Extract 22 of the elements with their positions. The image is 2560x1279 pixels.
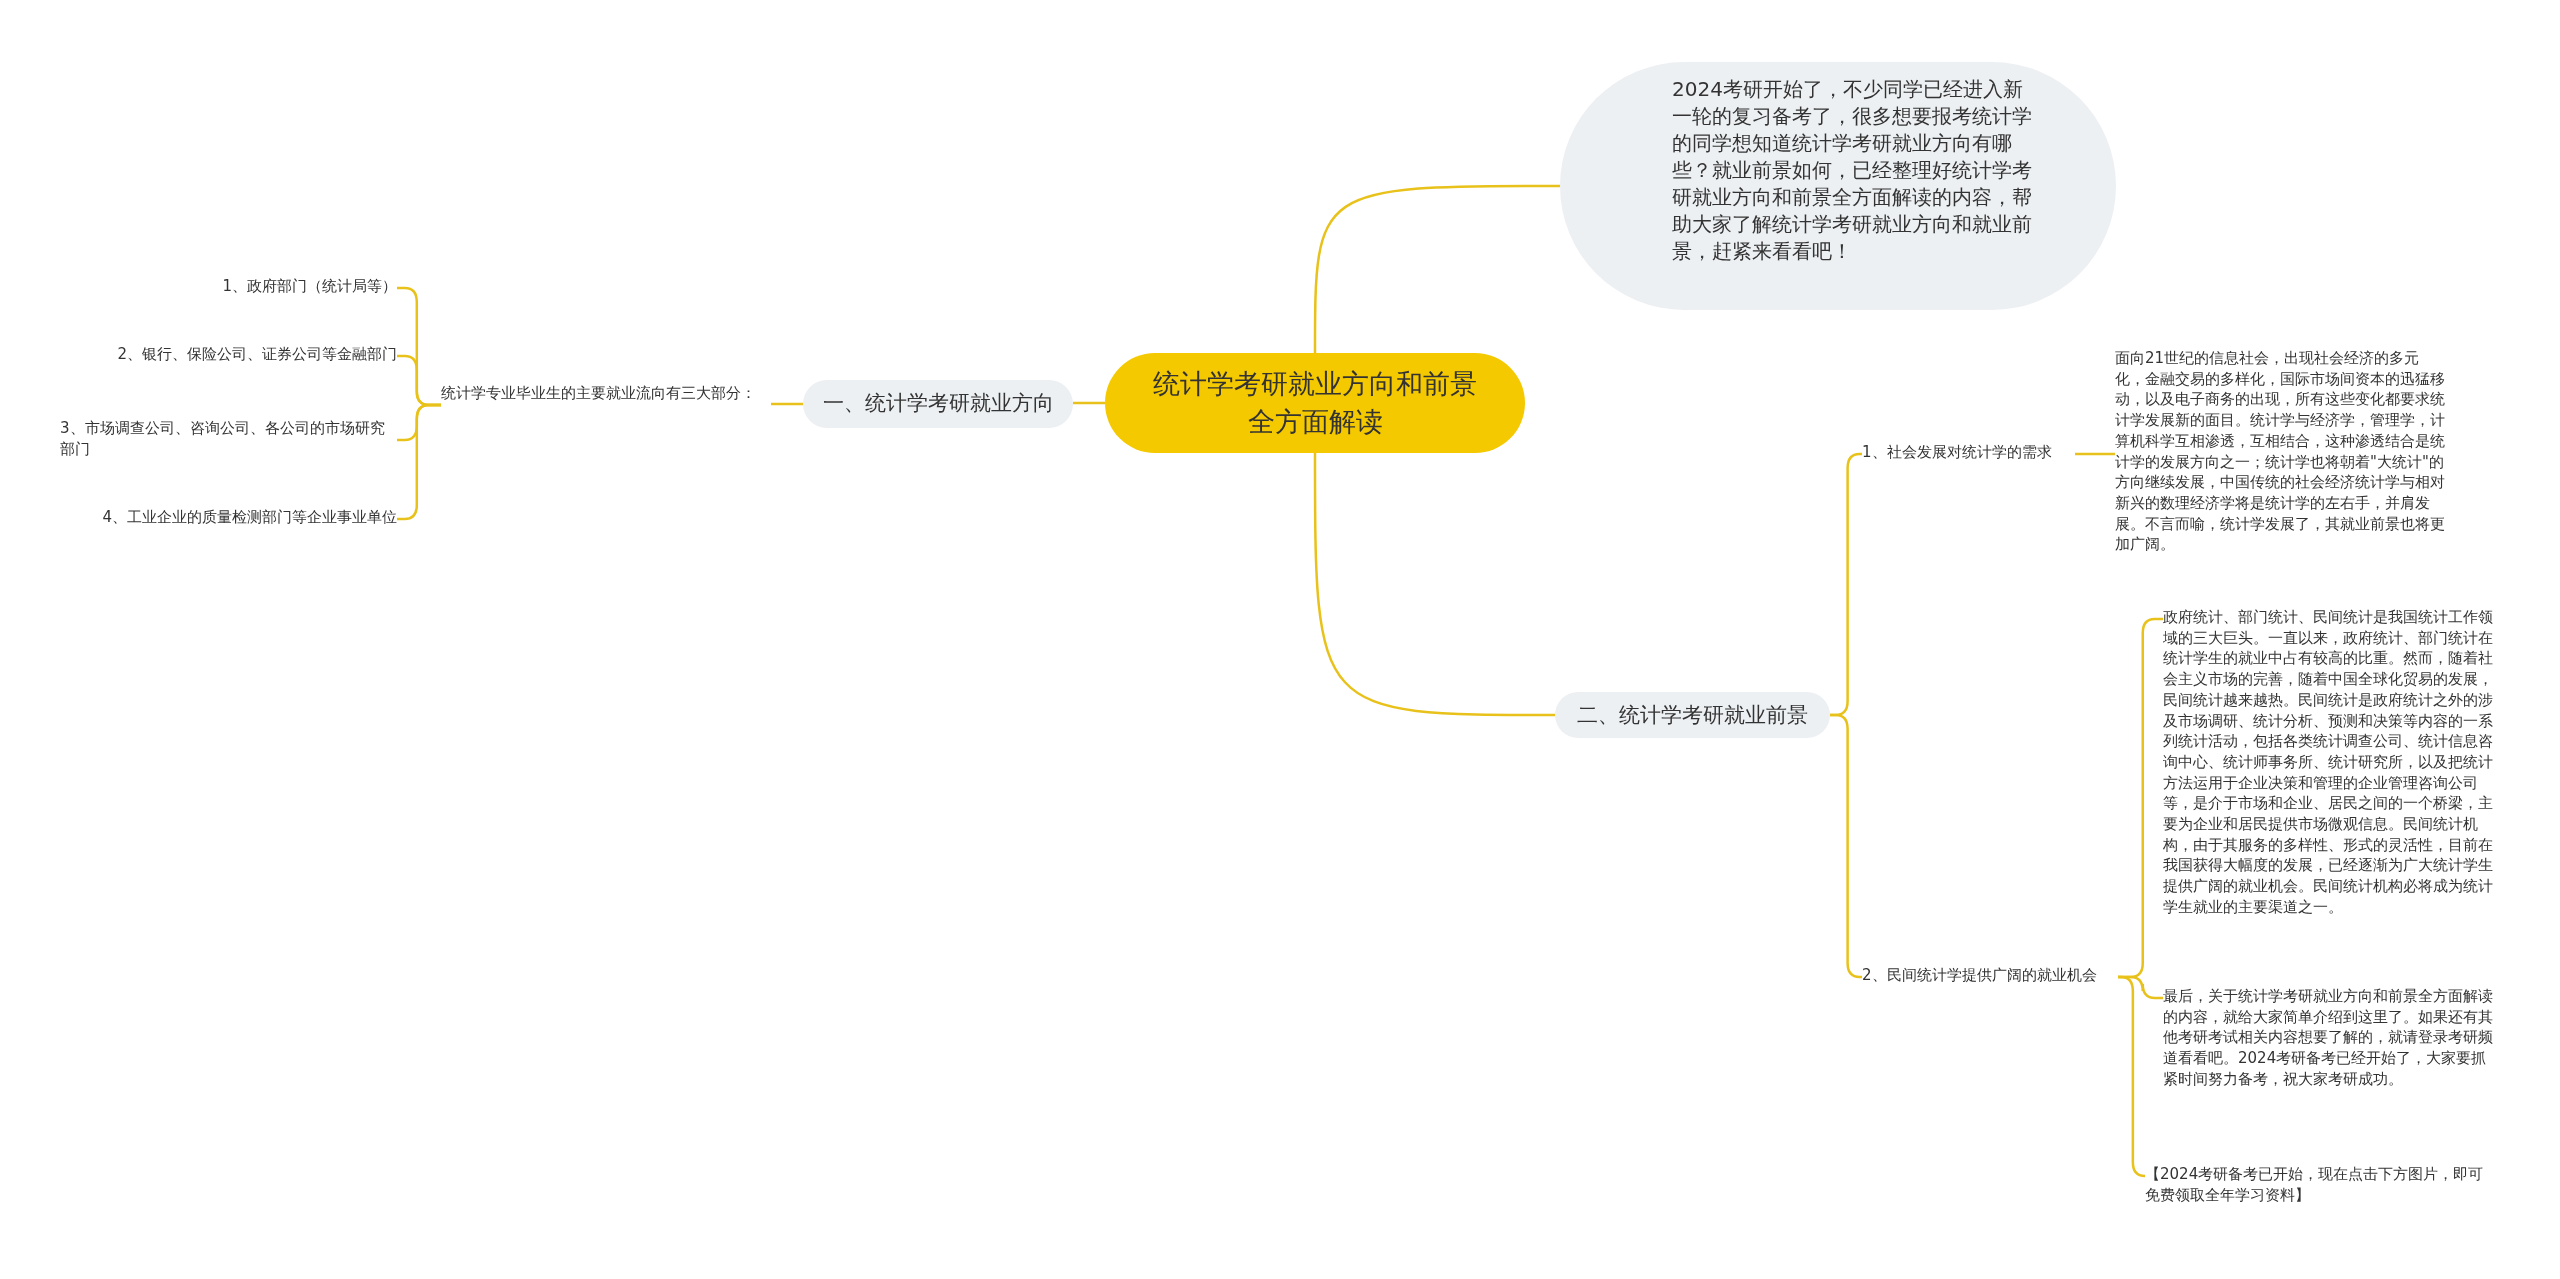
branch-topic: 一、统计学考研就业方向 <box>803 380 1073 428</box>
paragraph-text: 【2024考研备考已开始，现在点击下方图片，即可免费领取全年学习资料】 <box>2145 1164 2490 1206</box>
subtopic-text: 2、民间统计学提供广阔的就业机会 <box>1862 965 2118 989</box>
intro-bubble: 2024考研开始了，不少同学已经进入新一轮的复习备考了，很多想要报考统计学的同学想知道统计学考研就业方向有哪些？就业前景如何，已经整理好统计学考研就业方向和前景全方面解读的内容，帮助大家了解统计学考研就业方向和就业前景，赶紧来看看吧！ <box>1560 62 2116 310</box>
connector-line <box>1313 453 1555 717</box>
subtopic-text: 统计学专业毕业生的主要就业流向有三大部分： <box>441 383 771 427</box>
connector-line <box>2118 975 2147 1178</box>
paragraph-text: 政府统计、部门统计、民间统计是我国统计工作领域的三大巨头。一直以来，政府统计、部门统计在统计学生的就业中占有较高的比重。然而，随着社会主义市场的完善，随着中国全球化贸易的发展，民间统计越来越热。民间统计是政府统计之外的涉及市场调研、统计分析、预测和决策等内容的一系列统计活动，包括各类统计调查公司、统计信息咨询中心、统计师事务所、统计研究所，以及把统计方法运用于企业决策和管理的企业管理咨询公司等，是介于市场和企业、居民之间的一个桥梁，主要为企业和居民提供市场微观信息。民间统计机构，由于其服务的多样性、形式的灵活性，目前在我国获得大幅度的发展，已经逐渐为广大统计学生提供广阔的就业机会。民间统计机构必将成为统计学生就业的主要渠道之一。 <box>2163 607 2493 941</box>
paragraph-text: 最后，关于统计学考研就业方向和前景全方面解读的内容，就给大家简单介绍到这里了。如果还有其他考研考试相关内容想要了解的，就请登录考研频道看看吧。2024考研备考已经开始了，大家要抓紧时间努力备考，祝大家考研成功。 <box>2163 986 2493 1110</box>
list-item-text: 1、政府部门（统计局等） <box>150 276 397 300</box>
branch-topic: 二、统计学考研就业前景 <box>1555 692 1830 738</box>
connector-line <box>2075 452 2115 456</box>
list-item-text: 4、工业企业的质量检测部门等企业事业单位 <box>40 507 397 531</box>
connector-line <box>1313 184 1560 353</box>
list-item-text: 2、银行、保险公司、证券公司等金融部门 <box>60 344 397 368</box>
connector-line <box>1073 401 1105 405</box>
connector-line <box>1830 713 1862 979</box>
subtopic-text: 1、社会发展对统计学的需求 <box>1862 442 2075 466</box>
paragraph-text: 面向21世纪的信息社会，出现社会经济的多元化，金融交易的多样化，国际市场间资本的迅猛移动，以及电子商务的出现，所有这些变化都要求统计学发展新的面目。统计学与经济学，管理学，计算机科学互相渗透，互相结合，这种渗透结合是统计学的发展方向之一；统计学也将朝着"大统计"的方向继续发展，中国传统的社会经济统计学与相对新兴的数理经济学将是统计学的左右手，并肩发展。不言而喻，统计学发展了，其就业前景也将更加广阔。 <box>2115 348 2445 558</box>
central-topic: 统计学考研就业方向和前景全方面解读 <box>1105 353 1525 453</box>
list-item-text: 3、市场调查公司、咨询公司、各公司的市场研究部门 <box>60 418 397 462</box>
connector-line <box>771 402 803 406</box>
